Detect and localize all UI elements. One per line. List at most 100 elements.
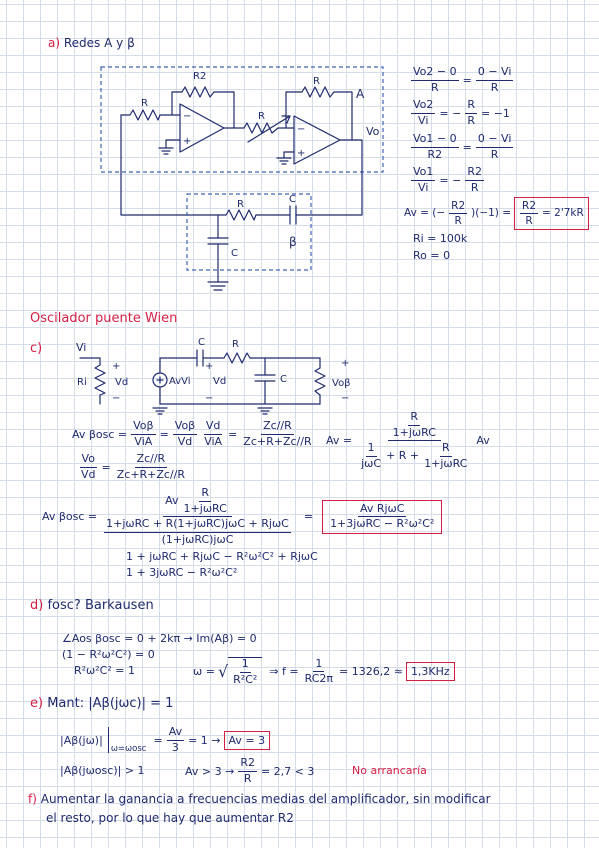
frequency-value: = 1326,2 ≈ — [339, 665, 403, 679]
numerator: Vd — [203, 419, 223, 435]
numerator: R2 — [520, 200, 539, 215]
resistor-r-in — [129, 109, 161, 121]
numerator: Vo1 — [411, 165, 436, 181]
part-a-label: a) — [48, 36, 61, 50]
network-a-dashed-box — [100, 66, 384, 173]
av-equals: Av = — [326, 434, 353, 448]
frequency-result: 1,3KHz — [410, 665, 450, 679]
gain-mid: )(−1) = — [471, 207, 512, 220]
part-d-heading: d) fosc? Barkausen — [30, 598, 154, 614]
result-box: 1,3KHz — [405, 662, 455, 682]
resistor-r-feedback — [301, 86, 335, 98]
result: = −1 — [481, 106, 510, 120]
numerator: R — [439, 442, 452, 457]
circuit-drawings: R R2 R R − + − + A Vo — [76, 66, 384, 415]
implies-f: ⇒ f = — [269, 665, 299, 679]
denominator: Vi — [418, 113, 429, 127]
minus-src: − — [205, 393, 213, 404]
ground-icon — [257, 407, 273, 415]
label-r-feedback: R — [313, 76, 320, 87]
denominator: (1+jωRC)jωC — [161, 532, 234, 546]
compound-denominator: 1+jωRC + R(1+jωRC)jωC + RjωC(1+jωRC)jωC — [101, 517, 294, 546]
equals: = — [462, 140, 472, 154]
minus-in: − — [112, 393, 120, 404]
gain-value: = 2,7 < 3 — [260, 764, 315, 778]
numerator: Av — [166, 725, 185, 741]
denominator: Vd — [177, 434, 193, 448]
denominator: R — [243, 771, 252, 785]
output-label: Vo — [366, 125, 380, 138]
gain-lhs: Av = (− — [404, 207, 446, 220]
input-resistance: Ri = 100k — [413, 232, 468, 245]
numerator: Zc//R — [261, 419, 294, 435]
denominator: 1+jωRC — [392, 425, 436, 439]
denominator: ViA — [204, 434, 223, 448]
ground-icon — [152, 407, 168, 415]
numerator: R — [408, 410, 421, 426]
numerator: 0 − Vi — [475, 65, 514, 81]
omega-equals: ω = — [193, 665, 215, 679]
denominator: 1+jωRC — [424, 456, 468, 470]
equals: = − — [439, 106, 462, 120]
expansion-line-2: 1 + 3jωRC − R²ω²C² — [126, 566, 238, 579]
denominator: RC2π — [304, 672, 334, 686]
numerator: R2 — [238, 756, 257, 772]
denominator: 1+jωRC — [183, 501, 227, 515]
equals: = — [228, 427, 238, 441]
sqrt-icon: √ — [217, 661, 229, 681]
label-vob: Voβ — [332, 378, 351, 389]
resistor-beta-r — [225, 209, 257, 221]
denominator: R — [490, 147, 499, 161]
barkhausen-phase: ∠Aos βosc = 0 + 2kπ → Im(Aβ) = 0 — [62, 632, 257, 645]
evaluation-point: ω=ωosc — [110, 743, 147, 754]
equals: = − — [439, 173, 462, 187]
plus-out: + — [341, 358, 349, 369]
output-resistance: Ro = 0 — [413, 249, 451, 262]
label-r-series: R — [232, 339, 239, 350]
equals: = — [159, 427, 169, 441]
denominator: R — [454, 215, 462, 228]
amplifier-network-a: R R2 R R − + − + A Vo — [100, 66, 384, 216]
barkhausen-condition: R²ω²C² = 1 — [74, 664, 135, 677]
label-c-series: C — [198, 337, 205, 348]
variable-resistor-arrow — [247, 115, 291, 143]
av: Av — [165, 493, 179, 507]
fraction: 1+jωRC + R(1+jωRC)jωC + RjωC(1+jωRC)jωC — [104, 518, 291, 546]
numerator: R2 — [465, 165, 484, 181]
denominator: R — [490, 80, 499, 94]
numerator: 1+jωRC + R(1+jωRC)jωC + RjωC — [104, 518, 291, 533]
part-d-label: d) — [30, 598, 44, 613]
denominator: Vd — [81, 467, 96, 481]
label-beta-r: R — [237, 199, 244, 210]
numerator: Vo2 — [411, 98, 436, 114]
network-beta-dashed-box — [186, 193, 312, 271]
denominator: 1+3jωRC − R²ω²C² — [330, 517, 435, 531]
resistor-shunt — [314, 367, 326, 396]
evaluated-at-bar: ω=ωosc — [107, 727, 147, 754]
part-e-heading: e) Mant: |Aβ(jωc)| = 1 — [30, 696, 173, 712]
denominator: ViA — [134, 434, 153, 448]
label-vd-in: Vd — [115, 377, 128, 388]
result-value: = 2'7kR — [542, 207, 584, 220]
numerator: 1 — [239, 657, 251, 673]
